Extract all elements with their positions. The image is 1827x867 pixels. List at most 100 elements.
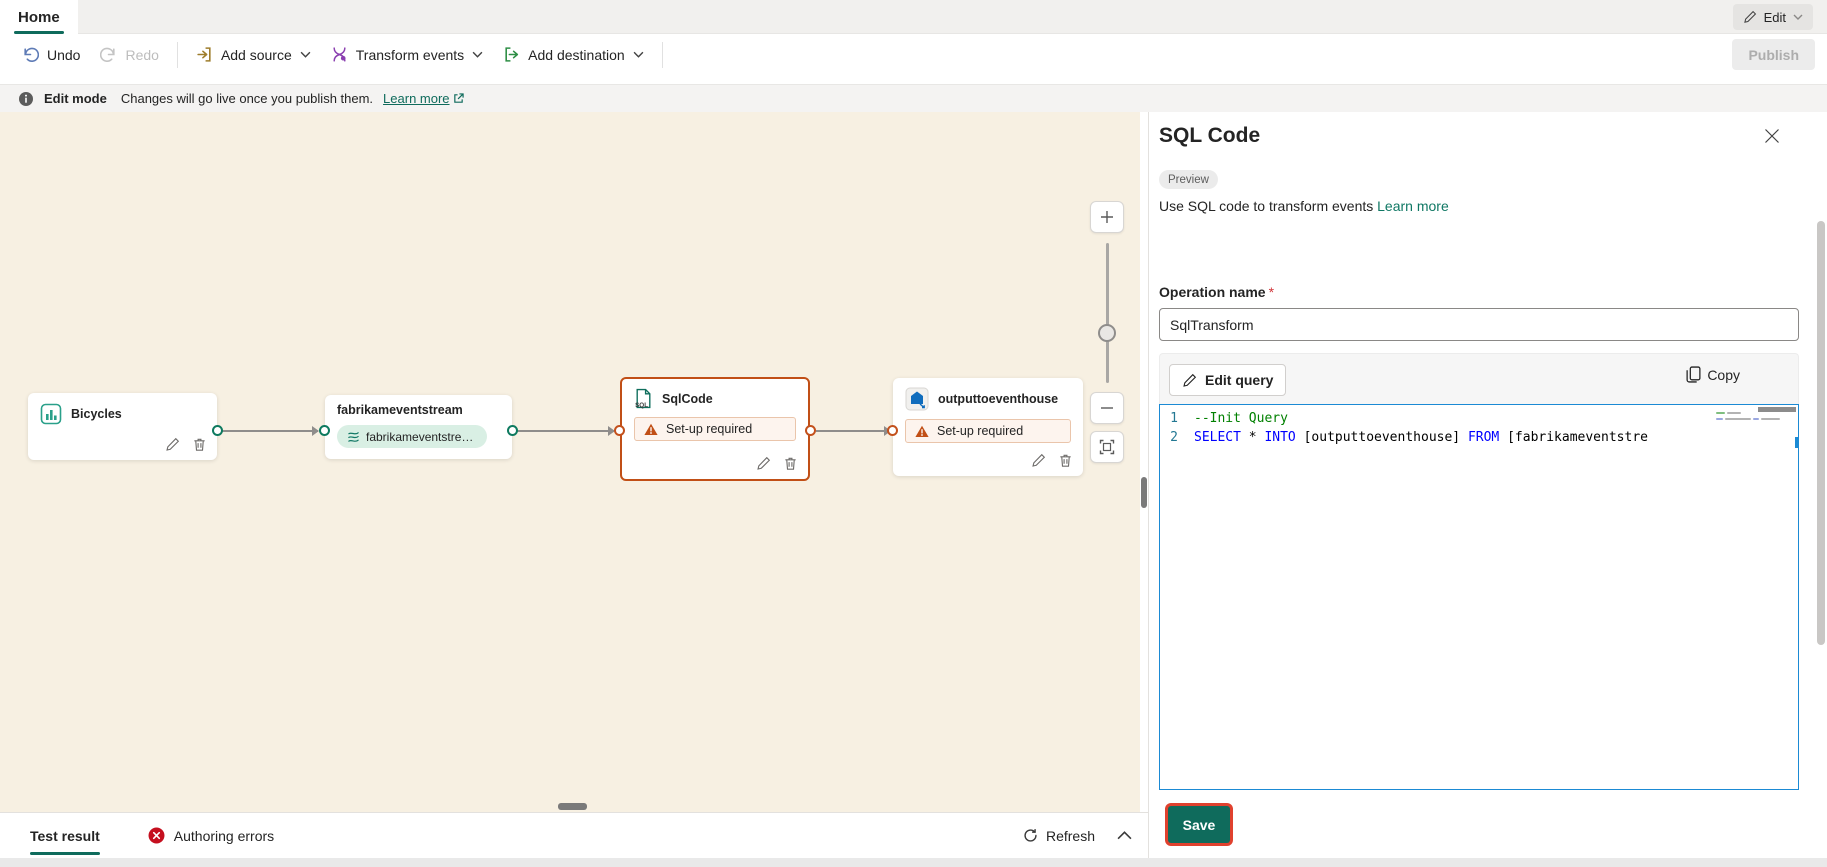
add-source-button[interactable]: Add source — [186, 40, 321, 69]
add-destination-label: Add destination — [528, 46, 625, 63]
node-title: Bicycles — [71, 407, 122, 421]
refresh-label: Refresh — [1045, 827, 1095, 844]
node-title: SqlCode — [662, 391, 713, 406]
trash-icon[interactable] — [1058, 453, 1073, 468]
edit-query-button[interactable]: Edit query — [1169, 364, 1287, 396]
command-toolbar: Undo Redo Add source Transform events — [0, 34, 1827, 75]
chevron-down-icon — [300, 51, 311, 58]
zoom-slider-handle[interactable] — [1098, 324, 1116, 342]
pencil-icon[interactable] — [756, 456, 771, 471]
main-area: Bicycles fabrikameventstream fabrikameve — [0, 112, 1827, 858]
edge-stream-to-sqlcode — [517, 426, 615, 436]
banner-title: Edit mode — [44, 91, 107, 106]
error-icon — [148, 827, 165, 844]
panel-learn-more-link[interactable]: Learn more — [1377, 198, 1449, 214]
add-destination-icon — [503, 46, 520, 63]
editor-minimap — [1716, 408, 1780, 448]
tab-test-result[interactable]: Test result — [30, 813, 100, 858]
undo-icon — [22, 46, 39, 63]
redo-label: Redo — [125, 46, 159, 63]
bar-chart-icon — [40, 403, 62, 425]
node-bicycles[interactable]: Bicycles — [28, 393, 217, 460]
connector-dot-bicycles-out[interactable] — [212, 425, 223, 436]
refresh-icon — [1024, 829, 1037, 842]
canvas-horizontal-scrollbar[interactable] — [558, 803, 587, 810]
close-panel-button[interactable] — [1761, 125, 1783, 147]
learn-more-label: Learn more — [383, 91, 450, 106]
editor-scrollbar[interactable] — [1758, 407, 1796, 412]
add-destination-button[interactable]: Add destination — [493, 40, 654, 69]
minus-icon — [1101, 407, 1113, 409]
node-title: outputtoeventhouse — [938, 392, 1059, 406]
node-fabrikameventstream[interactable]: fabrikameventstream fabrikameventstre… — [325, 395, 512, 459]
tab-home[interactable]: Home — [0, 0, 78, 34]
zoom-slider-track[interactable] — [1106, 243, 1109, 383]
trash-icon[interactable] — [783, 456, 798, 471]
tab-authoring-errors[interactable]: Authoring errors — [148, 813, 274, 858]
svg-text:SQL: SQL — [635, 402, 648, 409]
warning-icon — [644, 423, 658, 436]
connector-dot-sqlcode-in[interactable] — [614, 425, 625, 436]
banner-learn-more-link[interactable]: Learn more — [383, 91, 464, 106]
eventstream-canvas[interactable]: Bicycles fabrikameventstream fabrikameve — [0, 112, 1148, 858]
trash-icon[interactable] — [192, 437, 207, 452]
panel-scrollbar[interactable] — [1817, 221, 1825, 645]
edge-bicycles-to-stream — [222, 426, 319, 436]
panel-description: Use SQL code to transform events Learn m… — [1159, 198, 1449, 214]
required-asterisk: * — [1268, 284, 1275, 300]
edit-mode-banner: Edit mode Changes will go live once you … — [0, 84, 1827, 112]
undo-button[interactable]: Undo — [12, 40, 90, 69]
info-icon — [18, 91, 34, 107]
plus-icon — [1101, 211, 1113, 223]
transform-events-label: Transform events — [355, 46, 465, 63]
warning-icon — [915, 425, 929, 438]
pencil-icon[interactable] — [165, 437, 180, 452]
save-label: Save — [1182, 816, 1216, 833]
authoring-errors-label: Authoring errors — [173, 827, 275, 844]
zoom-in-button[interactable] — [1090, 201, 1124, 233]
refresh-button[interactable]: Refresh — [1023, 828, 1095, 844]
edit-mode-button[interactable]: Edit — [1732, 4, 1813, 30]
description-text: Use SQL code to transform events — [1159, 198, 1374, 214]
operation-name-label: Operation name* — [1159, 284, 1274, 300]
zoom-out-button[interactable] — [1090, 392, 1124, 424]
save-button[interactable]: Save — [1168, 806, 1230, 843]
connector-dot-eventhouse-in[interactable] — [887, 425, 898, 436]
publish-button[interactable]: Publish — [1732, 39, 1815, 70]
close-icon — [1765, 129, 1779, 143]
active-tab-underline — [30, 852, 100, 855]
chevron-up-icon[interactable] — [1117, 831, 1132, 840]
query-toolbar: Edit query Copy — [1159, 353, 1799, 404]
copy-button[interactable]: Copy — [1686, 366, 1740, 383]
toolbar-divider — [661, 41, 663, 68]
stream-icon — [347, 430, 360, 443]
node-sqlcode[interactable]: SQL SqlCode Set-up required — [620, 377, 810, 481]
tab-bar: Home Edit — [0, 0, 1827, 34]
publish-label: Publish — [1748, 46, 1799, 63]
stream-pill-label: fabrikameventstre… — [366, 429, 474, 444]
fit-view-icon — [1099, 439, 1115, 455]
connector-dot-sqlcode-out[interactable] — [805, 425, 816, 436]
sql-document-icon: SQL — [634, 388, 653, 409]
external-link-icon — [453, 93, 464, 103]
chevron-down-icon — [1793, 14, 1803, 20]
pencil-icon — [1183, 373, 1197, 387]
tab-home-label: Home — [18, 8, 60, 26]
panel-title: SQL Code — [1159, 124, 1261, 147]
redo-button[interactable]: Redo — [90, 40, 168, 69]
sql-code-panel: SQL Code Preview Use SQL code to transfo… — [1148, 112, 1827, 858]
stream-pill[interactable]: fabrikameventstre… — [337, 425, 487, 448]
sql-text: [outputtoeventhouse] — [1295, 430, 1468, 445]
transform-events-button[interactable]: Transform events — [321, 40, 493, 69]
line-number: 2 — [1170, 430, 1178, 445]
canvas-vertical-scrollbar[interactable] — [1141, 477, 1147, 508]
fit-to-screen-button[interactable] — [1090, 431, 1124, 463]
node-outputtoeventhouse[interactable]: outputtoeventhouse Set-up required — [893, 378, 1083, 476]
connector-dot-stream-in[interactable] — [319, 425, 330, 436]
operation-name-input[interactable] — [1159, 308, 1799, 341]
edit-button-label: Edit — [1763, 9, 1786, 25]
connector-dot-stream-out[interactable] — [507, 425, 518, 436]
pencil-icon[interactable] — [1031, 453, 1046, 468]
